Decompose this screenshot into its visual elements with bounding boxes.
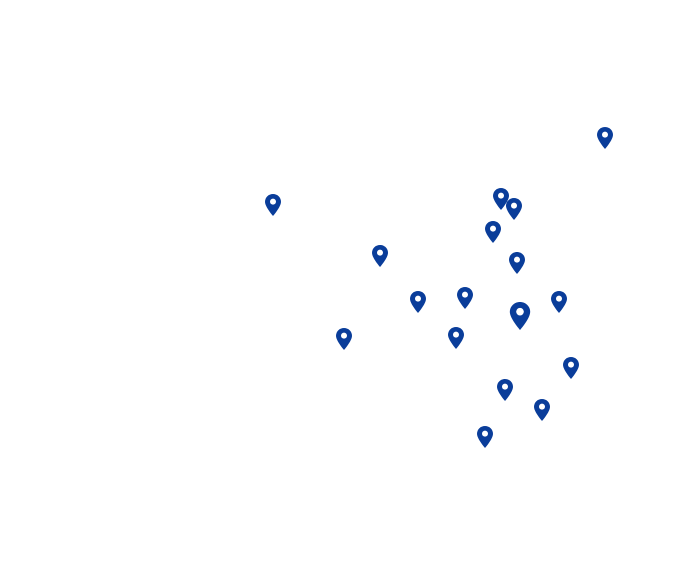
map-marker[interactable] [563, 357, 579, 379]
map-pin-icon [336, 328, 352, 350]
map-marker[interactable] [477, 426, 493, 448]
map-pin-icon [485, 221, 501, 243]
map-marker[interactable] [509, 252, 525, 274]
map-marker[interactable] [493, 188, 509, 210]
map-marker[interactable] [497, 379, 513, 401]
map-marker[interactable] [457, 287, 473, 309]
map-marker[interactable] [485, 221, 501, 243]
map-pin-icon [563, 357, 579, 379]
map-pin-icon [534, 399, 550, 421]
map-marker[interactable] [534, 399, 550, 421]
map-marker[interactable] [372, 245, 388, 267]
map-pin-icon [457, 287, 473, 309]
map-marker[interactable] [597, 127, 613, 149]
map-pin-icon [493, 188, 509, 210]
map-pin-icon [506, 198, 522, 220]
map-marker[interactable] [410, 291, 426, 313]
map-marker-selected[interactable] [509, 302, 531, 330]
map-pin-icon [410, 291, 426, 313]
map-marker[interactable] [336, 328, 352, 350]
map-pin-icon [497, 379, 513, 401]
map-pin-icon [372, 245, 388, 267]
map-pin-icon [477, 426, 493, 448]
map-marker[interactable] [506, 198, 522, 220]
map-marker[interactable] [265, 194, 281, 216]
map-marker[interactable] [448, 327, 464, 349]
map-pin-icon [551, 291, 567, 313]
map-pin-icon [509, 252, 525, 274]
map-pin-icon [448, 327, 464, 349]
map-pin-icon [265, 194, 281, 216]
map-marker[interactable] [551, 291, 567, 313]
map-pin-icon [509, 302, 531, 330]
map-pin-icon [597, 127, 613, 149]
